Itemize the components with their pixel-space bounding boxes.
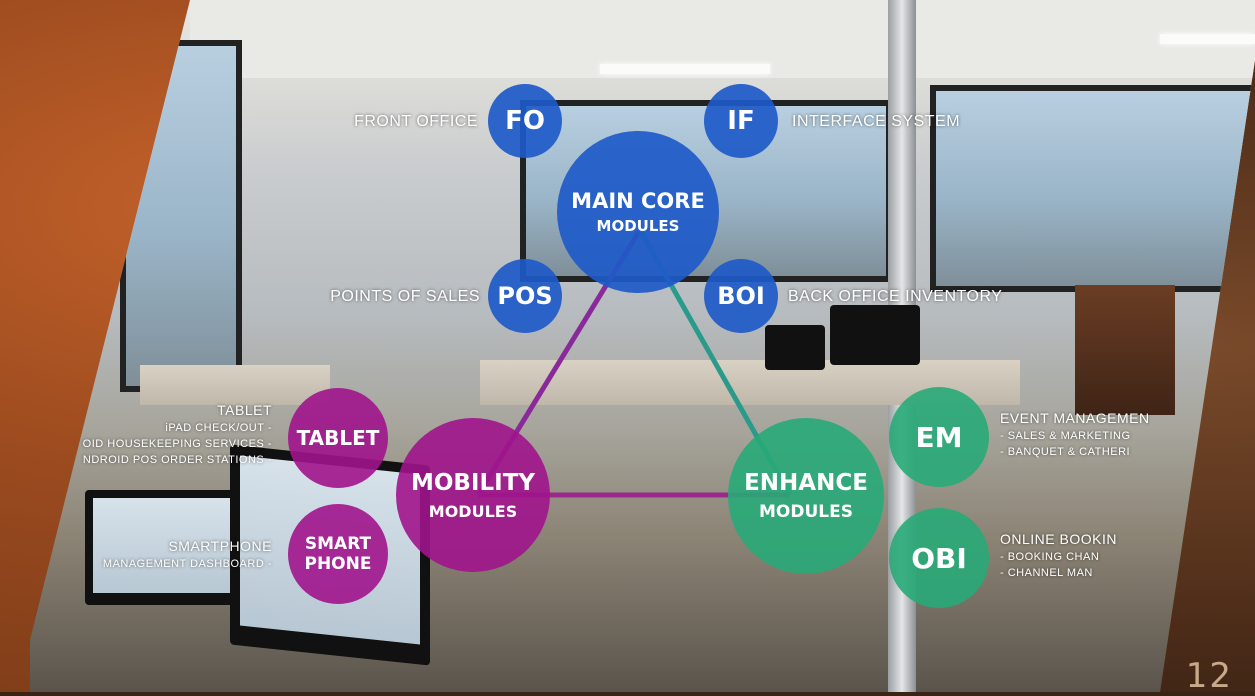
obi-circle[interactable]: OBI [889,508,989,608]
main-core-line1: MAIN CORE [571,189,705,213]
smartphone-circle[interactable]: SMART PHONE [288,504,388,604]
laptop-screen [85,490,245,605]
online-item: - BOOKING CHAN [1000,551,1100,563]
interface-system-label: INTERFACE SYSTEM [792,113,961,130]
online-item: - CHANNEL MAN [1000,567,1093,579]
bookshelf [1075,285,1175,415]
back-office-inventory-label: BACK OFFICE INVENTORY [788,288,1003,305]
enhance-line2: MODULES [759,502,853,522]
smartphone-title: SMARTPHONE [168,538,272,554]
mobility-line1: MOBILITY [410,469,536,496]
main-core-modules-circle[interactable]: MAIN CORE MODULES [557,131,719,293]
tablet-item: iPAD CHECK/OUT - [165,422,272,434]
online-title: ONLINE BOOKIN [1000,531,1117,547]
front-office-label: FRONT OFFICE [354,113,478,130]
event-item: - SALES & MARKETING [1000,430,1131,442]
page-number: 12 [1185,656,1233,696]
desk [140,365,330,405]
ceiling-light [1160,34,1255,44]
pos-circle[interactable]: POS [488,259,562,333]
enhance-line1: ENHANCE [744,470,868,496]
points-of-sales-label: POINTS OF SALES [330,288,480,305]
tablet-circle[interactable]: TABLET [288,388,388,488]
event-description: EVENT MANAGEMEN - SALES & MARKETING - BA… [1000,410,1150,458]
monitor [765,325,825,370]
mobility-line2: MODULES [428,501,518,521]
ceiling-light [600,64,770,74]
if-circle[interactable]: IF [704,84,778,158]
smart-line1: SMART [304,534,372,554]
main-core-line2: MODULES [596,217,680,235]
mobility-modules-circle[interactable]: MOBILITY MODULES [396,418,550,572]
monitor [830,305,920,365]
tablet-item: NDROID POS ORDER STATIONS - [82,454,272,466]
boi-circle[interactable]: BOI [704,259,778,333]
online-booking-description: ONLINE BOOKIN - BOOKING CHAN - CHANNEL M… [1000,531,1125,579]
event-title: EVENT MANAGEMEN [1000,410,1150,426]
fo-circle[interactable]: FO [488,84,562,158]
em-circle[interactable]: EM [889,387,989,487]
tablet-description: TABLET iPAD CHECK/OUT - OID HOUSEKEEPING… [40,402,272,466]
enhance-modules-circle[interactable]: ENHANCE MODULES [728,418,884,574]
smartphone-item: MANAGEMENT DASHBOARD - [102,558,272,570]
tablet-item: OID HOUSEKEEPING SERVICES - [82,438,272,450]
tablet-title: TABLET [217,402,272,418]
smartphone-description: SMARTPHONE MANAGEMENT DASHBOARD - [60,538,272,570]
event-item: - BANQUET & CATHERI [1000,446,1131,458]
smart-line2: PHONE [304,554,372,574]
